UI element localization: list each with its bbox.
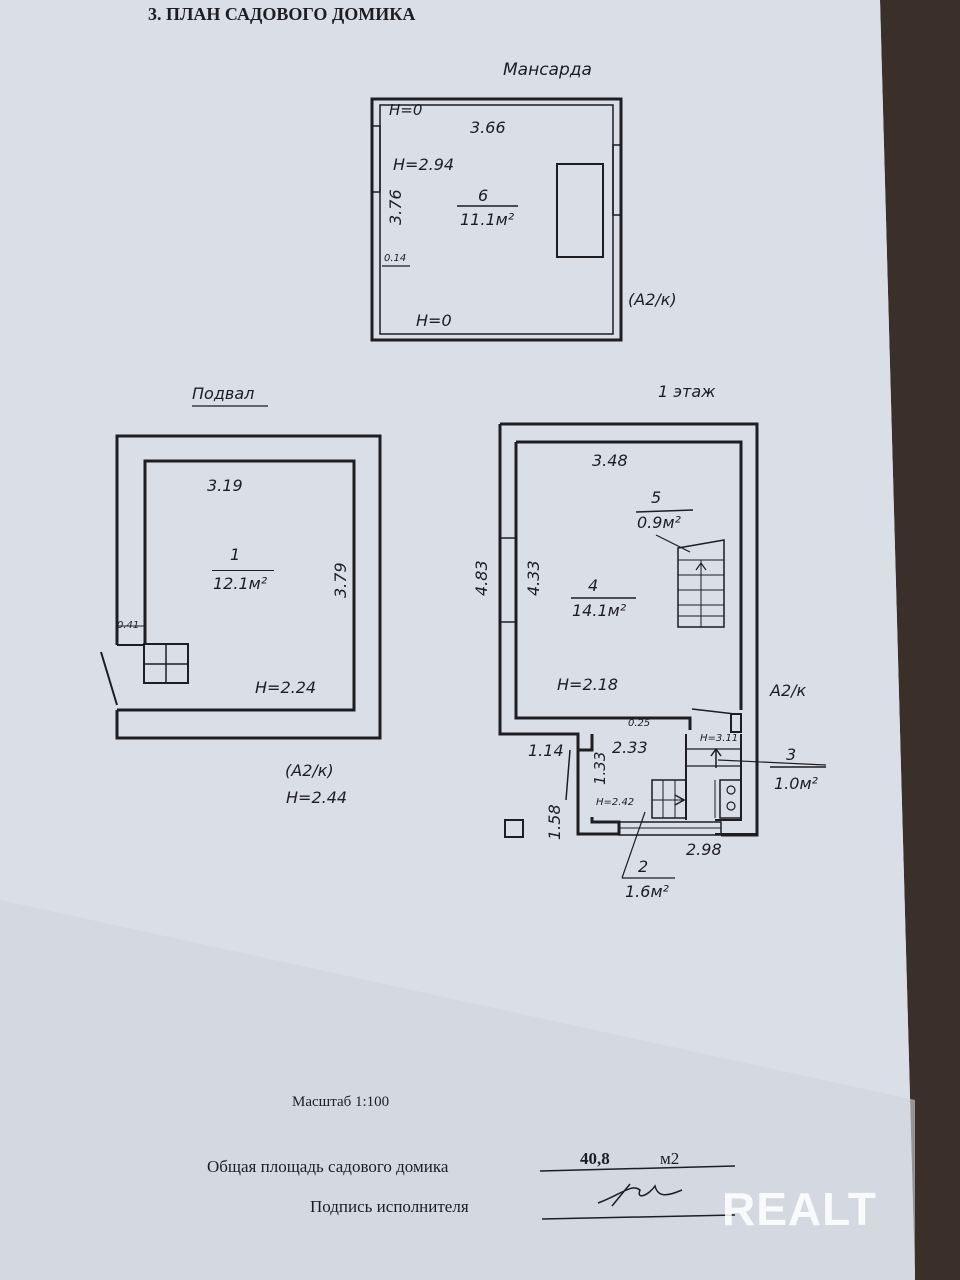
dim-2-98: 2.98: [686, 840, 722, 859]
basement-room-area: 12.1м²: [213, 574, 268, 593]
dim-2-33: 2.33: [612, 738, 648, 757]
total-area-label: Общая площадь садового домика: [207, 1157, 449, 1176]
floor1-class: A2/к: [770, 681, 807, 700]
dim-1-14: 1.14: [528, 741, 564, 760]
floor1-inner-depth: 4.33: [524, 560, 543, 596]
signature: [597, 1183, 683, 1207]
scale-label: Масштаб 1:100: [292, 1094, 390, 1110]
room2-no: 2: [638, 857, 649, 876]
mansard-room-no: 6: [478, 186, 489, 205]
dim-1-58: 1.58: [545, 804, 564, 840]
basement-label: Подвал: [192, 384, 255, 403]
mansard-class: (A2/к): [628, 290, 677, 309]
floor1-width: 3.48: [592, 451, 628, 470]
mansard-depth: 3.76: [386, 189, 405, 225]
signature-label: Подпись исполнителя: [310, 1197, 469, 1216]
basement-depth: 3.79: [331, 562, 350, 598]
mansard-h-top: H=0: [389, 101, 423, 119]
basement-width: 3.19: [207, 476, 243, 495]
floor1-label: 1 этаж: [658, 382, 716, 401]
basement-class: (A2/к): [285, 761, 334, 780]
mansard-label: Мансарда: [503, 60, 592, 80]
mansard-h-bottom: H=0: [416, 311, 452, 330]
basement-wall: 0.41: [117, 620, 140, 631]
basement-height: H=2.24: [255, 678, 317, 697]
basement-room-no: 1: [230, 545, 241, 564]
page-title: 3. ПЛАН САДОВОГО ДОМИКА: [148, 4, 416, 24]
height-3-11: H=3.11: [700, 733, 739, 744]
basement-plan: [100, 434, 382, 740]
room5-no: 5: [651, 488, 662, 507]
total-area-unit: м2: [660, 1149, 680, 1168]
room5-area: 0.9м²: [637, 513, 681, 532]
mansard-room-area: 11.1м²: [460, 210, 515, 229]
basement-outer-height: H=2.44: [286, 788, 348, 807]
room2-area: 1.6м²: [625, 882, 669, 901]
room4-no: 4: [588, 576, 599, 595]
room3-no: 3: [786, 745, 797, 764]
basement-fraction-line: [212, 570, 274, 571]
mansard-plan: [370, 97, 623, 342]
floor1-height: H=2.18: [557, 675, 619, 694]
room4-area: 14.1м²: [572, 601, 627, 620]
mansard-width: 3.66: [470, 118, 506, 137]
dim-1-33: 1.33: [591, 751, 609, 785]
floor1-outer-depth: 4.83: [472, 560, 491, 596]
room3-area: 1.0м²: [774, 774, 818, 793]
height-2-42: H=2.42: [596, 797, 635, 808]
mansard-height: H=2.94: [393, 155, 455, 174]
total-area-value: 40,8: [580, 1149, 610, 1168]
realt-watermark: REALT: [722, 1183, 877, 1235]
first-floor-plan: [498, 422, 827, 879]
floor1-wall: 0.25: [628, 718, 651, 729]
mansard-wall: 0.14: [384, 253, 407, 264]
